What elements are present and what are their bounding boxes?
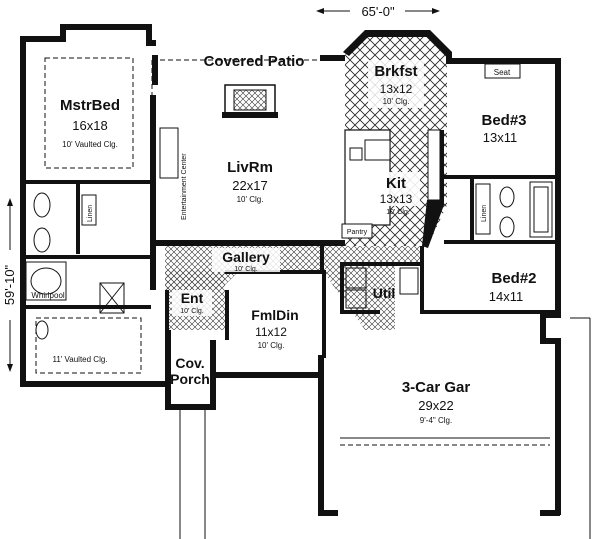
garage-size: 29x22 [418,398,453,413]
kit-size: 13x13 [380,192,413,206]
bed3-name: Bed#3 [481,112,526,129]
width-dimension: 65'-0" [316,4,440,19]
util-name: Util [373,285,396,301]
kitchen: Kit 13x13 10' Clg. Pantry [341,129,441,239]
gallery: Gallery 10' Clg. [212,248,280,273]
livrm-name: LivRm [227,159,273,176]
entry: Ent 10' Clg. [172,290,212,316]
livrm-ceiling: 10' Clg. [237,195,264,204]
livrm-size: 22x17 [232,178,267,193]
fmldin-ceiling: 10' Clg. [258,341,285,350]
seat-label: Seat [494,68,511,77]
bedroom-3: Seat Bed#3 13x11 [481,63,527,145]
kit-ceiling: 10' Clg. [386,209,410,216]
master-bath: Linen Whirlpool 11' Vaulted Clg. [25,192,142,374]
brkfst-size: 13x12 [380,82,413,96]
fireplace-icon [222,84,278,118]
garage: 3-Car Gar 29x22 9'-4" Clg. [340,379,550,446]
ent-name: Ent [181,290,204,306]
breakfast-room: Brkfst 13x12 10' Clg. [368,60,424,108]
brkfst-ceiling: 10' Clg. [383,97,410,106]
bed3-size: 13x11 [483,130,517,145]
linen-label-1: Linen [87,205,94,222]
bath-ceiling-label: 11' Vaulted Clg. [52,355,107,364]
depth-dimension: 59'-10" [2,198,17,372]
brkfst-name: Brkfst [374,63,417,80]
whirlpool-label: Whirlpool [31,291,65,300]
hall-bath: Linen [475,181,553,238]
mstrbed-ceiling: 10' Vaulted Clg. [62,140,118,149]
kit-name: Kit [386,175,406,192]
gallery-name: Gallery [222,249,270,265]
linen-label-2: Linen [481,205,488,222]
gallery-ceiling: 10' Clg. [234,266,258,273]
interior-walls [26,95,559,358]
fmldin-size: 11x12 [255,325,287,339]
fmldin-name: FmlDin [251,307,298,323]
depth-label: 59'-10" [2,264,17,305]
covered-patio: Covered Patio [151,53,345,96]
garage-name: 3-Car Gar [402,379,471,396]
entertainment-center-label: Entertainment Center [181,153,188,220]
cov-porch-line1: Cov. [175,355,204,371]
bed2-name: Bed#2 [491,270,536,287]
cov-porch-line2: Porch [170,371,210,387]
mstrbed-name: MstrBed [60,97,120,114]
bed2-size: 14x11 [489,289,523,304]
mstrbed-size: 16x18 [72,118,107,133]
garage-ceiling: 9'-4" Clg. [420,416,452,425]
living-room: Entertainment Center LivRm 22x17 10' Clg… [159,127,273,220]
exterior-walls [20,24,561,516]
covered-patio-label: Covered Patio [204,53,305,70]
utility: Util [345,267,419,309]
pantry-label: Pantry [347,229,368,236]
formal-dining: FmlDin 11x12 10' Clg. [251,307,298,350]
ent-ceiling: 10' Clg. [180,308,204,315]
master-bedroom: MstrBed 16x18 10' Vaulted Clg. [44,57,134,169]
driveway [179,317,591,539]
width-label: 65'-0" [361,4,395,19]
bedroom-2: Bed#2 14x11 [489,270,537,304]
covered-porch: Cov. Porch [170,355,210,387]
